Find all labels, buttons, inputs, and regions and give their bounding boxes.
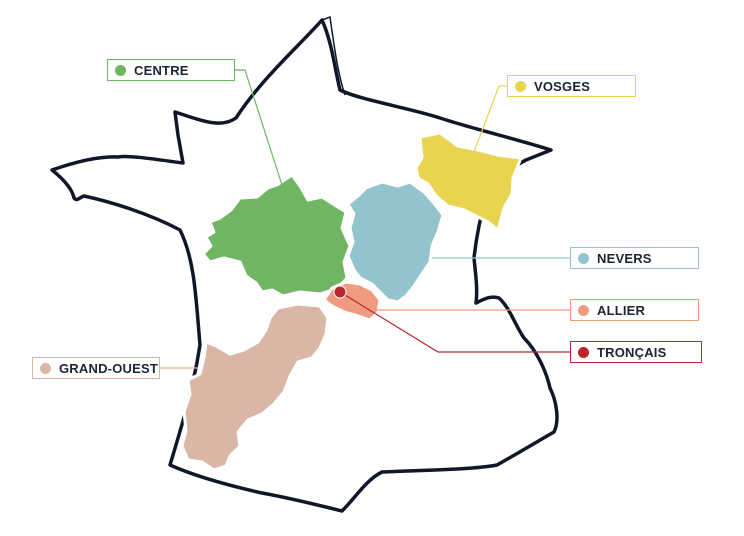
grand-ouest-dot-icon: [40, 362, 51, 374]
label-nevers-text: NEVERS: [597, 250, 652, 266]
troncais-dot-icon: [578, 346, 589, 358]
label-grand-ouest-text: GRAND-OUEST: [59, 360, 158, 376]
label-allier-text: ALLIER: [597, 302, 646, 318]
vosges-dot-icon: [515, 80, 526, 92]
france-outline-tip: [321, 15, 346, 96]
label-troncais-text: TRONÇAIS: [597, 344, 667, 360]
region-vosges: [414, 131, 523, 232]
centre-dot-icon: [115, 64, 126, 76]
label-grand-ouest: GRAND-OUEST: [32, 357, 160, 379]
label-centre-text: CENTRE: [134, 62, 189, 78]
label-allier: ALLIER: [570, 299, 699, 321]
region-nevers: [346, 180, 445, 304]
label-vosges-text: VOSGES: [534, 78, 591, 94]
region-allier: [322, 280, 382, 322]
label-troncais: TRONÇAIS: [570, 341, 702, 363]
label-nevers: NEVERS: [570, 247, 699, 269]
leader-line-centre: [235, 69, 283, 186]
allier-dot-icon: [578, 304, 589, 316]
label-vosges: VOSGES: [507, 75, 636, 97]
region-centre: [201, 173, 352, 298]
leader-line-troncais: [339, 291, 570, 353]
leader-line-vosges: [473, 85, 507, 153]
region-grand-ouest: [180, 302, 330, 472]
nevers-dot-icon: [578, 252, 589, 264]
label-centre: CENTRE: [107, 59, 235, 81]
troncais-marker: [333, 285, 347, 299]
